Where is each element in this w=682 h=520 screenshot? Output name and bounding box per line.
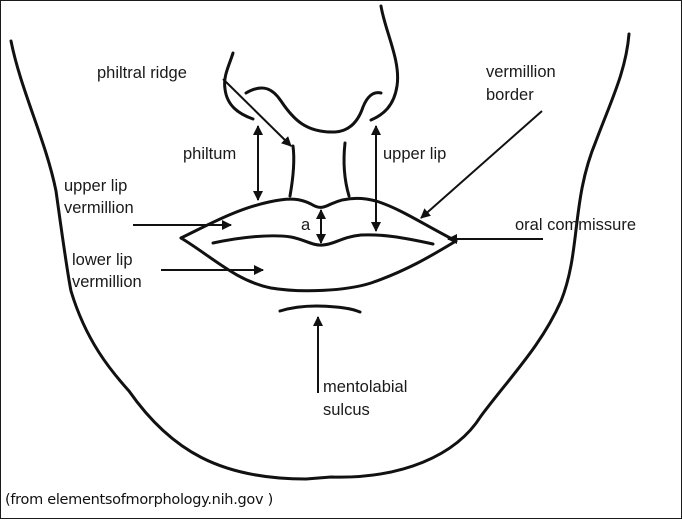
nose-base — [244, 86, 383, 134]
nose-left-ala — [223, 51, 255, 121]
mentolabial-sulcus — [278, 304, 362, 314]
label-oral-commissure: oral commissure — [515, 216, 637, 234]
face-outline — [9, 32, 631, 481]
label-mentolabial-sulcus-line2: sulcus — [323, 401, 370, 419]
source-credit: (from elementsofmorphology.nih.gov ) — [5, 492, 273, 508]
philtral-ridge-left — [288, 144, 296, 198]
label-lower-lip-vermillion-line1: lower lip — [72, 251, 133, 269]
label-philtral-ridge: philtral ridge — [97, 64, 187, 82]
label-a: a — [301, 216, 311, 234]
philtral-ridge-right — [342, 141, 351, 198]
lip-seam — [211, 233, 435, 247]
label-upper-lip-vermillion-line2: vermillion — [64, 199, 134, 217]
label-upper-lip-vermillion-line1: upper lip — [64, 177, 128, 195]
label-philtum: philtum — [183, 145, 237, 163]
nose-right-ala — [369, 4, 400, 122]
label-mentolabial-sulcus-line1: mentolabial — [323, 378, 408, 396]
label-vermillion-border-line1: vermillion — [486, 63, 556, 81]
lower-lip-outline — [179, 236, 458, 293]
vermillion-border-arrow — [420, 110, 543, 219]
label-upper-lip: upper lip — [383, 145, 447, 163]
philtral-ridge-arrow — [222, 78, 292, 147]
label-vermillion-border-line2: border — [486, 86, 534, 104]
label-lower-lip-vermillion-line2: vermillion — [72, 273, 142, 291]
upper-lip-outline — [179, 196, 458, 243]
